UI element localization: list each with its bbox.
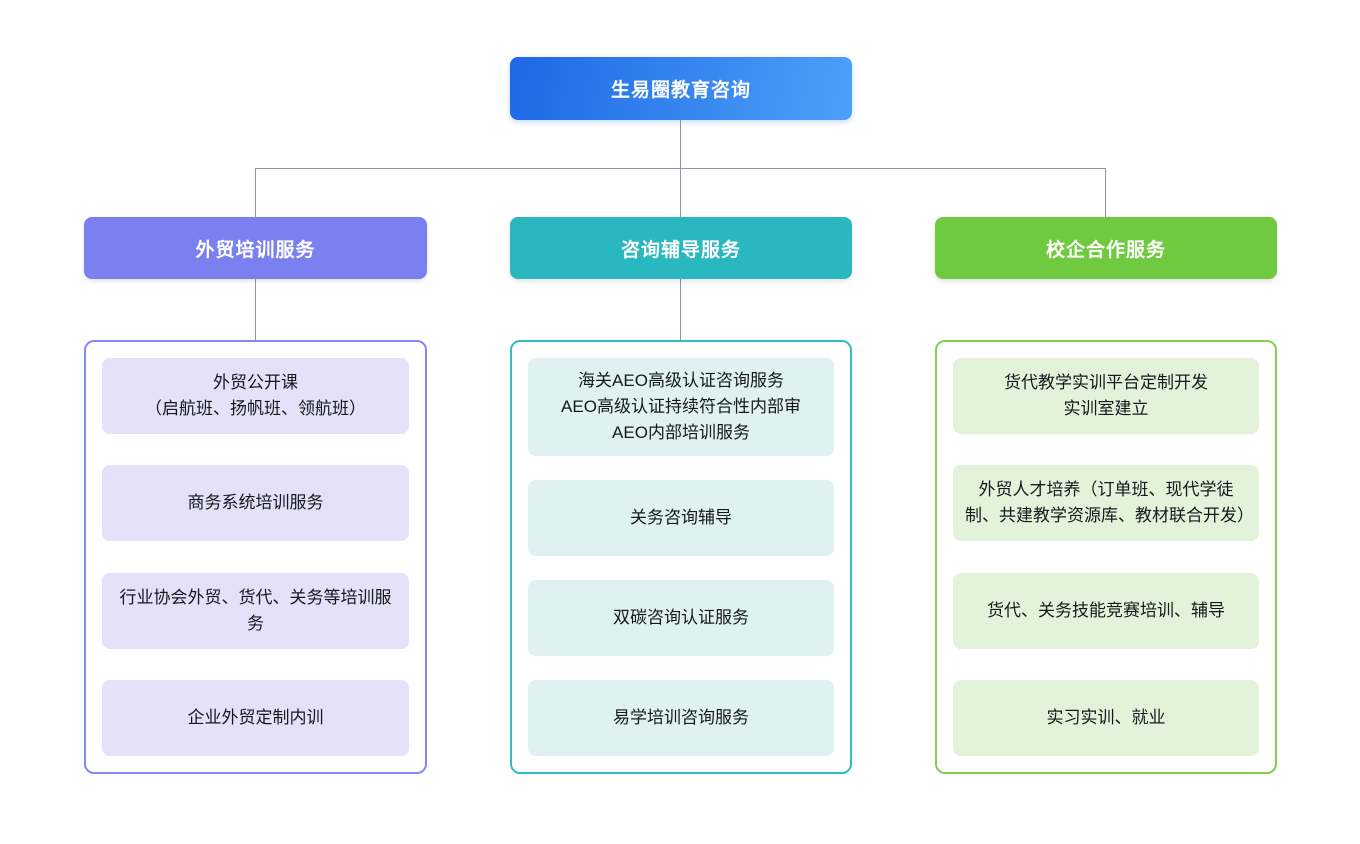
branch-header-school-enterprise: 校企合作服务 xyxy=(935,217,1277,279)
branch-header-consulting: 咨询辅导服务 xyxy=(510,217,852,279)
branch-item: 货代、关务技能竞赛培训、辅导 xyxy=(953,572,1259,649)
connector-root-down xyxy=(680,120,681,168)
branch-trade-training: 外贸培训服务 外贸公开课 （启航班、扬帆班、领航班） 商务系统培训服务 行业协会… xyxy=(84,217,427,774)
connector-branch2-to-container xyxy=(680,279,681,340)
branch-container-school-enterprise: 货代教学实训平台定制开发 实训室建立 外贸人才培养（订单班、现代学徒制、共建教学… xyxy=(935,340,1277,774)
connector-branch2-drop xyxy=(680,168,681,217)
branch-container-trade-training: 外贸公开课 （启航班、扬帆班、领航班） 商务系统培训服务 行业协会外贸、货代、关… xyxy=(84,340,427,774)
branch-item: 企业外贸定制内训 xyxy=(102,679,409,756)
branch-item: 实习实训、就业 xyxy=(953,679,1259,756)
root-node: 生易圈教育咨询 xyxy=(510,57,852,120)
branch-item: 关务咨询辅导 xyxy=(528,480,834,556)
branch-header-label: 外贸培训服务 xyxy=(195,239,316,261)
branch-item: 商务系统培训服务 xyxy=(102,465,409,542)
branch-item: 外贸公开课 （启航班、扬帆班、领航班） xyxy=(102,358,409,434)
branch-header-label: 校企合作服务 xyxy=(1045,239,1166,261)
branch-container-consulting: 海关AEO高级认证咨询服务 AEO高级认证持续符合性内部审 AEO内部培训服务 … xyxy=(510,340,852,774)
connector-branch1-drop xyxy=(255,168,256,217)
connector-branch3-drop xyxy=(1105,168,1106,217)
branch-item: 行业协会外贸、货代、关务等培训服务 xyxy=(102,572,409,649)
branch-school-enterprise: 校企合作服务 货代教学实训平台定制开发 实训室建立 外贸人才培养（订单班、现代学… xyxy=(935,217,1277,774)
branch-item: 外贸人才培养（订单班、现代学徒制、共建教学资源库、教材联合开发） xyxy=(953,465,1259,542)
branch-header-label: 咨询辅导服务 xyxy=(620,239,741,261)
branch-header-trade-training: 外贸培训服务 xyxy=(84,217,427,279)
branch-item: 货代教学实训平台定制开发 实训室建立 xyxy=(953,358,1259,434)
branch-item: 易学培训咨询服务 xyxy=(528,680,834,756)
branch-item: 双碳咨询认证服务 xyxy=(528,580,834,656)
root-node-label: 生易圈教育咨询 xyxy=(610,80,751,101)
branch-consulting: 咨询辅导服务 海关AEO高级认证咨询服务 AEO高级认证持续符合性内部审 AEO… xyxy=(510,217,852,774)
branch-item: 海关AEO高级认证咨询服务 AEO高级认证持续符合性内部审 AEO内部培训服务 xyxy=(528,358,834,456)
connector-branch1-to-container xyxy=(255,279,256,340)
